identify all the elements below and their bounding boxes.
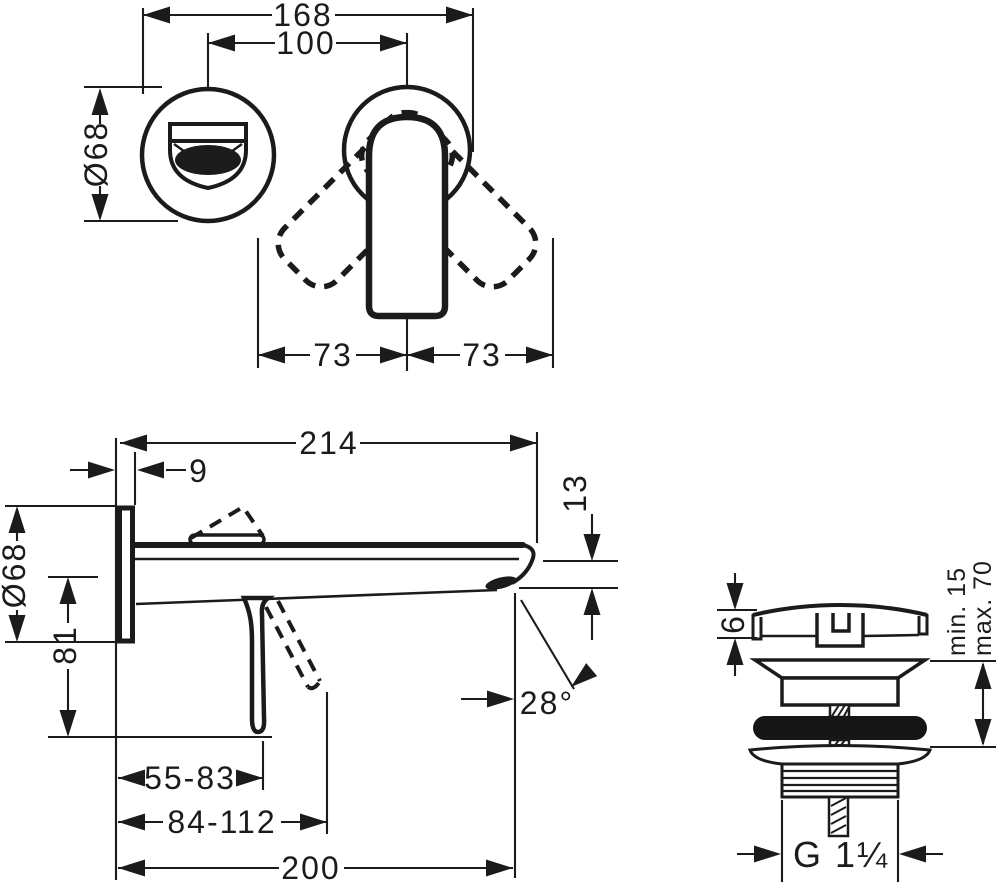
drain-threaded-body: [780, 762, 900, 799]
drain-cap: [751, 602, 929, 648]
dim-label-55-83: 55-83: [144, 760, 236, 796]
drain-threaded-rod: [827, 795, 850, 838]
dim-label-g114: G 1¼: [793, 834, 889, 875]
side-extension-lines: [5, 432, 618, 880]
spout-opening-front: [168, 122, 248, 191]
dim-label-9: 9: [189, 453, 209, 489]
dim-label-max70: max. 70: [969, 560, 997, 656]
dim-label-214: 214: [299, 425, 358, 461]
spout-side: [131, 542, 536, 606]
dim-label-min15: min. 15: [943, 567, 971, 656]
dim-label-73-right: 73: [462, 337, 502, 373]
dim-label-81: 81: [47, 625, 83, 665]
front-view: 168 100 Ø68 73 73: [78, 0, 555, 373]
lever-handle-front: [365, 113, 449, 320]
drain-flange: [747, 744, 933, 766]
dim-label-200: 200: [281, 850, 340, 886]
lever-handle-side: [240, 595, 276, 735]
dim-label-168: 168: [273, 0, 332, 33]
dim-label-84-112: 84-112: [167, 804, 276, 840]
drain-view: 6 min. 15 max. 70 G 1¼: [715, 560, 997, 882]
side-dimension-arrows: [8, 434, 601, 877]
drain-dim-g-lines: [737, 800, 943, 882]
drain-cone: [749, 658, 931, 680]
dim-label-6: 6: [715, 614, 751, 634]
drain-stub-upper: [828, 703, 851, 719]
aerator-outlet: [485, 576, 517, 590]
drain-dim-6-lines: [717, 573, 757, 676]
wall-plate-side: [117, 505, 135, 644]
dim-label-100: 100: [276, 25, 335, 61]
lever-open-dashed: [264, 600, 322, 691]
dim-label-28deg: 28°: [520, 685, 574, 721]
dim-label-dia68-side: Ø68: [0, 542, 32, 608]
drain-body: [780, 676, 900, 707]
dim-label-13: 13: [557, 473, 593, 513]
dim-label-73-left: 73: [313, 337, 353, 373]
dim-label-dia68-front: Ø68: [78, 121, 114, 187]
side-view: 214 9 13 Ø68 81 28° 55-83 84-112 200: [0, 425, 618, 886]
drain-seal: [753, 716, 927, 740]
